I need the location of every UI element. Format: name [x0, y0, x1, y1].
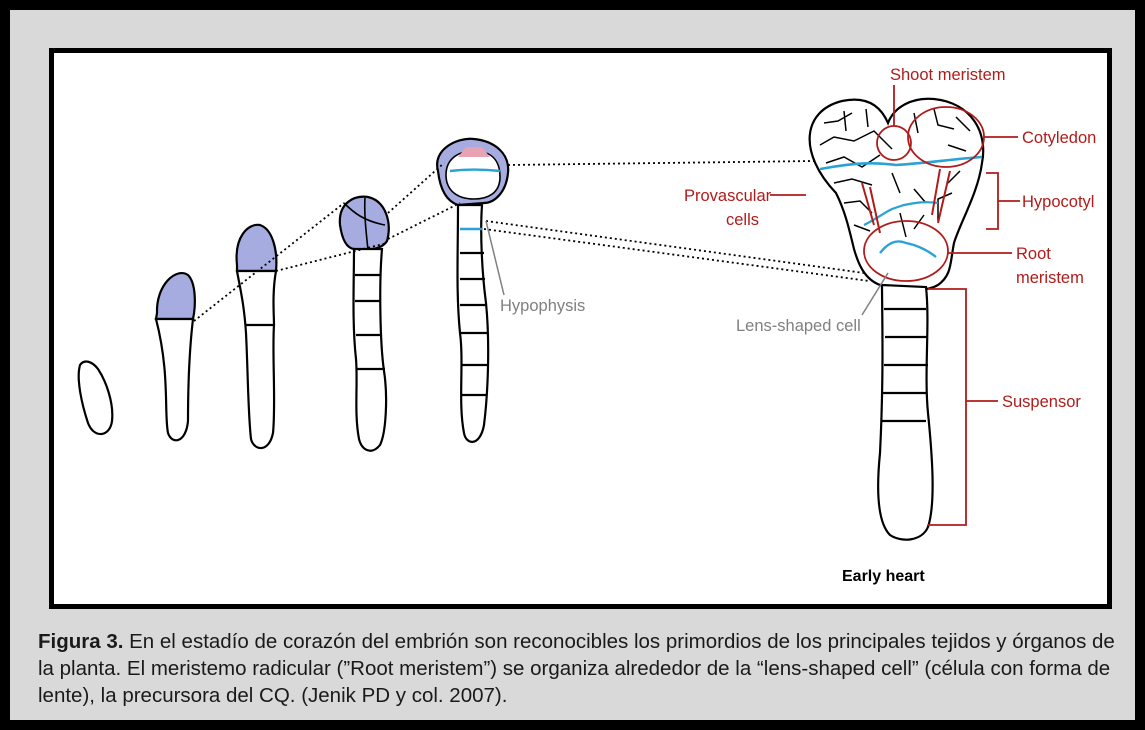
figure-panel: Shoot meristem Cotyledon Provascular cel… [10, 10, 1135, 720]
label-root-meristem-line1: Root [1016, 245, 1051, 263]
figure-caption: Figura 3. En el estadío de corazón del e… [38, 628, 1133, 709]
embryo-stage-5 [437, 139, 508, 442]
label-root-meristem-line2: meristem [1016, 269, 1084, 287]
embryo-stage-3 [237, 225, 277, 448]
figure-box: Shoot meristem Cotyledon Provascular cel… [49, 48, 1112, 609]
label-suspensor: Suspensor [1002, 393, 1081, 411]
embryo-stage-4 [340, 197, 389, 451]
label-cotyledon: Cotyledon [1022, 129, 1096, 147]
embryo-illustration: Shoot meristem Cotyledon Provascular cel… [54, 53, 1107, 604]
label-provascular-line1: Provascular [684, 187, 772, 205]
label-lens-shaped-cell: Lens-shaped cell [736, 317, 861, 335]
caption-text: En el estadío de corazón del embrión son… [38, 630, 1115, 707]
embryo-stage-2 [156, 273, 195, 440]
embryo-stage-1 [79, 362, 113, 435]
label-shoot-meristem: Shoot meristem [890, 66, 1006, 84]
label-provascular-line2: cells [726, 211, 759, 229]
label-hypophysis: Hypophysis [500, 297, 585, 315]
label-hypocotyl: Hypocotyl [1022, 193, 1094, 211]
caption-bold-prefix: Figura 3. [38, 630, 123, 653]
label-stage-name: Early heart [842, 568, 925, 585]
